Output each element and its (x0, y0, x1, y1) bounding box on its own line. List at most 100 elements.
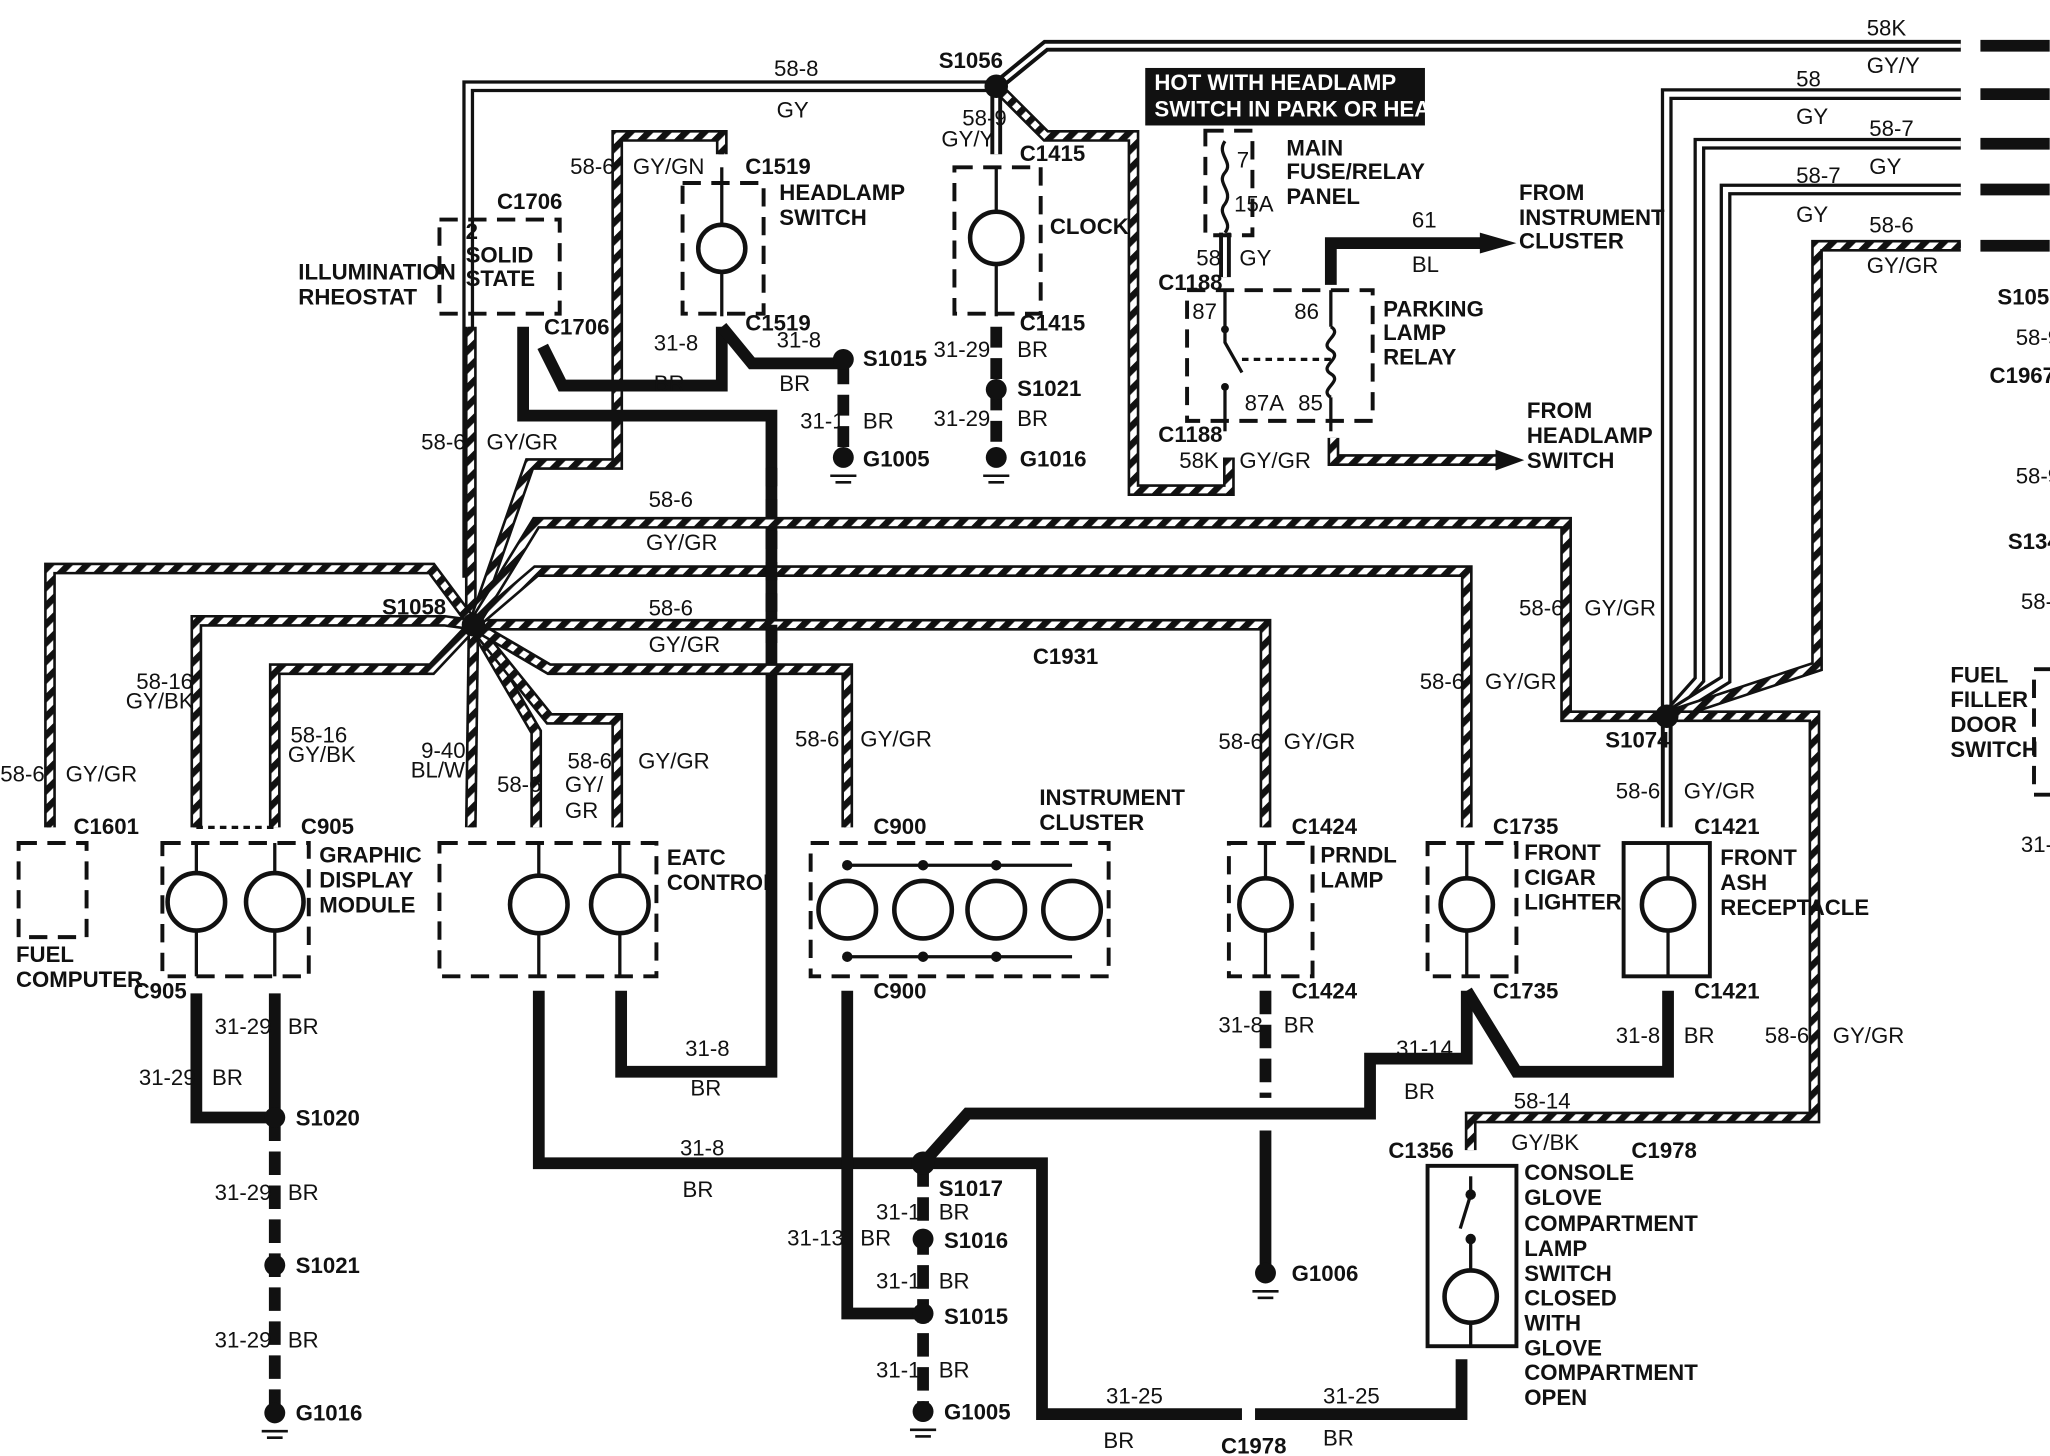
s1015-a: S1015 (863, 346, 927, 371)
glove-3: COMPARTMENT (1524, 1211, 1698, 1236)
eatc-2: CONTROL (667, 870, 777, 895)
ic-2: CLUSTER (1039, 810, 1144, 835)
wl-gygr-relay: GY/GR (1239, 448, 1311, 473)
wl-58-14: 58-14 (1514, 1088, 1571, 1113)
wl-58-16-b: 58-16 (290, 722, 347, 747)
c1188-bot: C1188 (1158, 422, 1222, 447)
wl-31-29-clk: 31-29 (934, 337, 991, 362)
wl-58-gy: 58 (1196, 245, 1221, 270)
wl-58-6-mid2: 58-6 (649, 596, 693, 621)
wl-58-6-e2: 58-6 (568, 749, 612, 774)
s1021-b: S1021 (296, 1253, 360, 1278)
wl-br-eatc: BR (690, 1075, 721, 1100)
wl-br-s1021: BR (1017, 406, 1048, 431)
fuse-rating: 15A (1234, 192, 1274, 217)
wl-bl: BL (1412, 252, 1439, 277)
wire-s1058-fanout (44, 516, 1667, 828)
cigar-1: FRONT (1524, 840, 1601, 865)
filler-3: DOOR (1950, 712, 2017, 737)
c1188-top: C1188 (1158, 270, 1222, 295)
wire-31-8-main (532, 987, 1674, 1412)
ash-2: ASH (1720, 870, 1767, 895)
s1058: S1058 (382, 594, 446, 619)
wl-br-25a: BR (1103, 1428, 1134, 1453)
wl-br-14: BR (1404, 1079, 1435, 1104)
ground-g1006-icon (1252, 1262, 1279, 1300)
wl-31-8-ash: 31-8 (1616, 1023, 1660, 1048)
wl-58-6-s1074: 58-6 (1519, 596, 1563, 621)
relay-label-1: PARKING (1383, 296, 1484, 321)
prndl-1: PRNDL (1320, 843, 1396, 868)
ground-g1016-a-icon (983, 446, 1010, 484)
wl-31-29-s1021: 31-29 (934, 406, 991, 431)
wire-31-8-hs (537, 323, 850, 458)
c1424-top: C1424 (1292, 814, 1358, 839)
wl-31-1-a: 31-1 (800, 409, 844, 434)
connector-labels: C1706 C1706 C1519 C1519 C1415 C1415 C118… (74, 141, 2050, 1456)
wire-58-6-gygn (611, 130, 728, 387)
filler-4: SWITCH (1950, 737, 2038, 762)
wl-31-8-r: 31-8 (777, 328, 821, 353)
wl-58-6-rheo: 58-6 (421, 430, 465, 455)
glove-9: COMPARTMENT (1524, 1360, 1698, 1385)
wl-gygr-fc: GY/GR (66, 762, 138, 787)
wl-gygr-rt: GY/GR (1833, 1023, 1905, 1048)
wl-gyy-top: GY/Y (1867, 53, 1920, 78)
wl-58-6-hs: 58-6 (570, 154, 614, 179)
wl-gr-e1: GR (565, 798, 598, 823)
headlamp-switch-bulb-icon (695, 222, 748, 275)
wl-61: 61 (1412, 207, 1437, 232)
s1021-a: S1021 (1017, 376, 1081, 401)
wl-31-1-c: 31-1 (876, 1269, 920, 1294)
wl-gygr-e2: GY/GR (638, 749, 710, 774)
prndl-lamp-box (1226, 841, 1315, 979)
s1056: S1056 (939, 48, 1003, 73)
wl-gygr-rheo: GY/GR (487, 430, 559, 455)
c1415-bot: C1415 (1020, 311, 1085, 336)
from-hs-3: SWITCH (1527, 448, 1615, 473)
wl-gygr-s1074: GY/GR (1584, 596, 1656, 621)
component-boxes (16, 128, 2050, 1349)
main-fuse-box (1203, 128, 1255, 238)
fuse-number: 7 (1237, 147, 1249, 172)
g1006: G1006 (1292, 1261, 1359, 1286)
ground-symbols (261, 446, 1279, 1440)
s1059: S1059 (1997, 285, 2050, 310)
c1356: C1356 (1388, 1138, 1453, 1163)
wl-31-14: 31-14 (1396, 1036, 1453, 1061)
glove-7: WITH (1524, 1311, 1581, 1336)
wl-br-b1: BR (939, 1199, 970, 1224)
ground-g1016-b-icon (261, 1402, 288, 1440)
filler-1: FUEL (1950, 662, 2008, 687)
from-ic-3: CLUSTER (1519, 228, 1624, 253)
wl-gygr-ash: GY/GR (1684, 779, 1756, 804)
splice-dots (264, 74, 1679, 1324)
wl-58-7a: 58-7 (1869, 116, 1913, 141)
c1978-a: C1978 (1631, 1138, 1696, 1163)
fuel-computer-2: COMPUTER (16, 967, 143, 992)
wl-58-6-e1: 58-6 (497, 772, 541, 797)
wl-58-16-a: 58-16 (136, 669, 193, 694)
wl-31-29-g1: 31-29 (215, 1014, 272, 1039)
fuse-panel-label-2: FUSE/RELAY (1286, 159, 1425, 184)
wire-58-right (1660, 88, 2050, 722)
wl-gy-r2: GY (1869, 154, 1901, 179)
wl-br-13: BR (860, 1226, 891, 1251)
c905-top: C905 (301, 814, 354, 839)
s1074: S1074 (1605, 728, 1670, 753)
c1424-bot: C1424 (1292, 979, 1358, 1004)
headlamp-switch-label-1: HEADLAMP (779, 180, 905, 205)
gdm-3: MODULE (319, 892, 415, 917)
wl-58-9: 58-9 (962, 105, 1006, 130)
wl-br-s1015: BR (863, 409, 894, 434)
c900-top: C900 (873, 814, 926, 839)
wl-br-g2: BR (212, 1065, 243, 1090)
wire-31-25 (923, 1157, 1468, 1421)
fuel-computer-box (16, 841, 89, 940)
wl-31-8-l: 31-8 (654, 330, 698, 355)
wl-r-31: 31- (2021, 832, 2050, 857)
wl-58: 58 (1796, 66, 1821, 91)
wire-61-bl (1324, 232, 1517, 285)
wl-31-8-eatc: 31-8 (685, 1036, 729, 1061)
wl-br-hs-l: BR (654, 371, 685, 396)
